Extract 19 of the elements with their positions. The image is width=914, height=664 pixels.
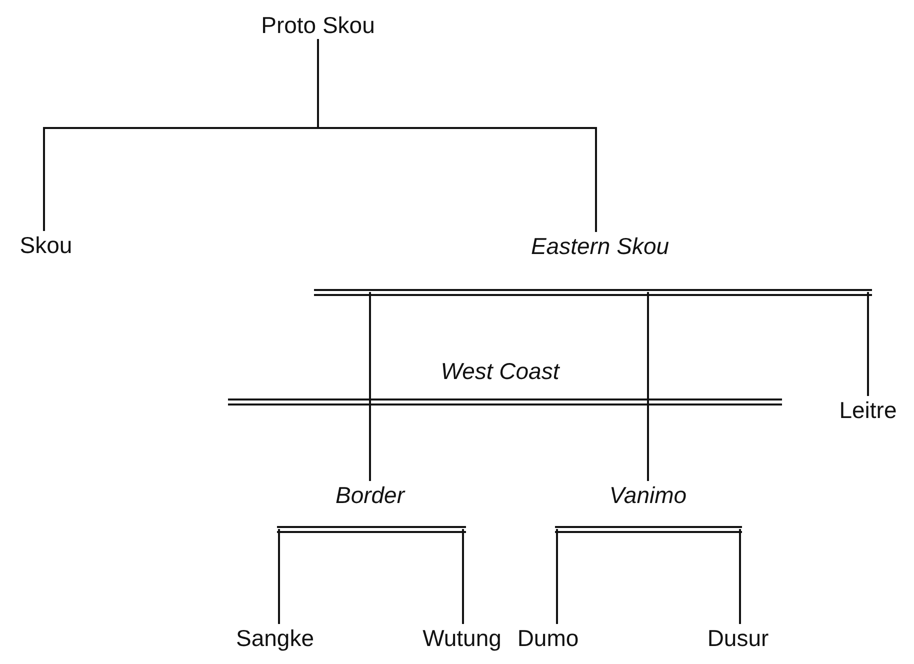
tree-branch-line — [317, 39, 597, 232]
language-label: Skou — [20, 231, 72, 259]
language-label: Leitre — [839, 396, 897, 424]
tree-branch-line — [867, 292, 869, 396]
language-label: Proto Skou — [261, 11, 375, 39]
language-label: Sangke — [236, 624, 314, 652]
tree-branch-line — [556, 529, 558, 624]
language-label: Vanimo — [609, 481, 687, 509]
language-label: Border — [335, 481, 405, 509]
language-label: Dusur — [707, 624, 769, 652]
tree-branch-line — [278, 529, 280, 624]
language-label: Dumo — [517, 624, 579, 652]
tree-branch-line — [369, 292, 371, 481]
tree-branch-line — [462, 529, 464, 624]
tree-branch-line — [647, 292, 649, 481]
language-label: West Coast — [440, 357, 560, 385]
tree-branch-line — [739, 529, 741, 624]
language-label: Wutung — [422, 624, 502, 652]
language-label: Eastern Skou — [530, 232, 670, 260]
